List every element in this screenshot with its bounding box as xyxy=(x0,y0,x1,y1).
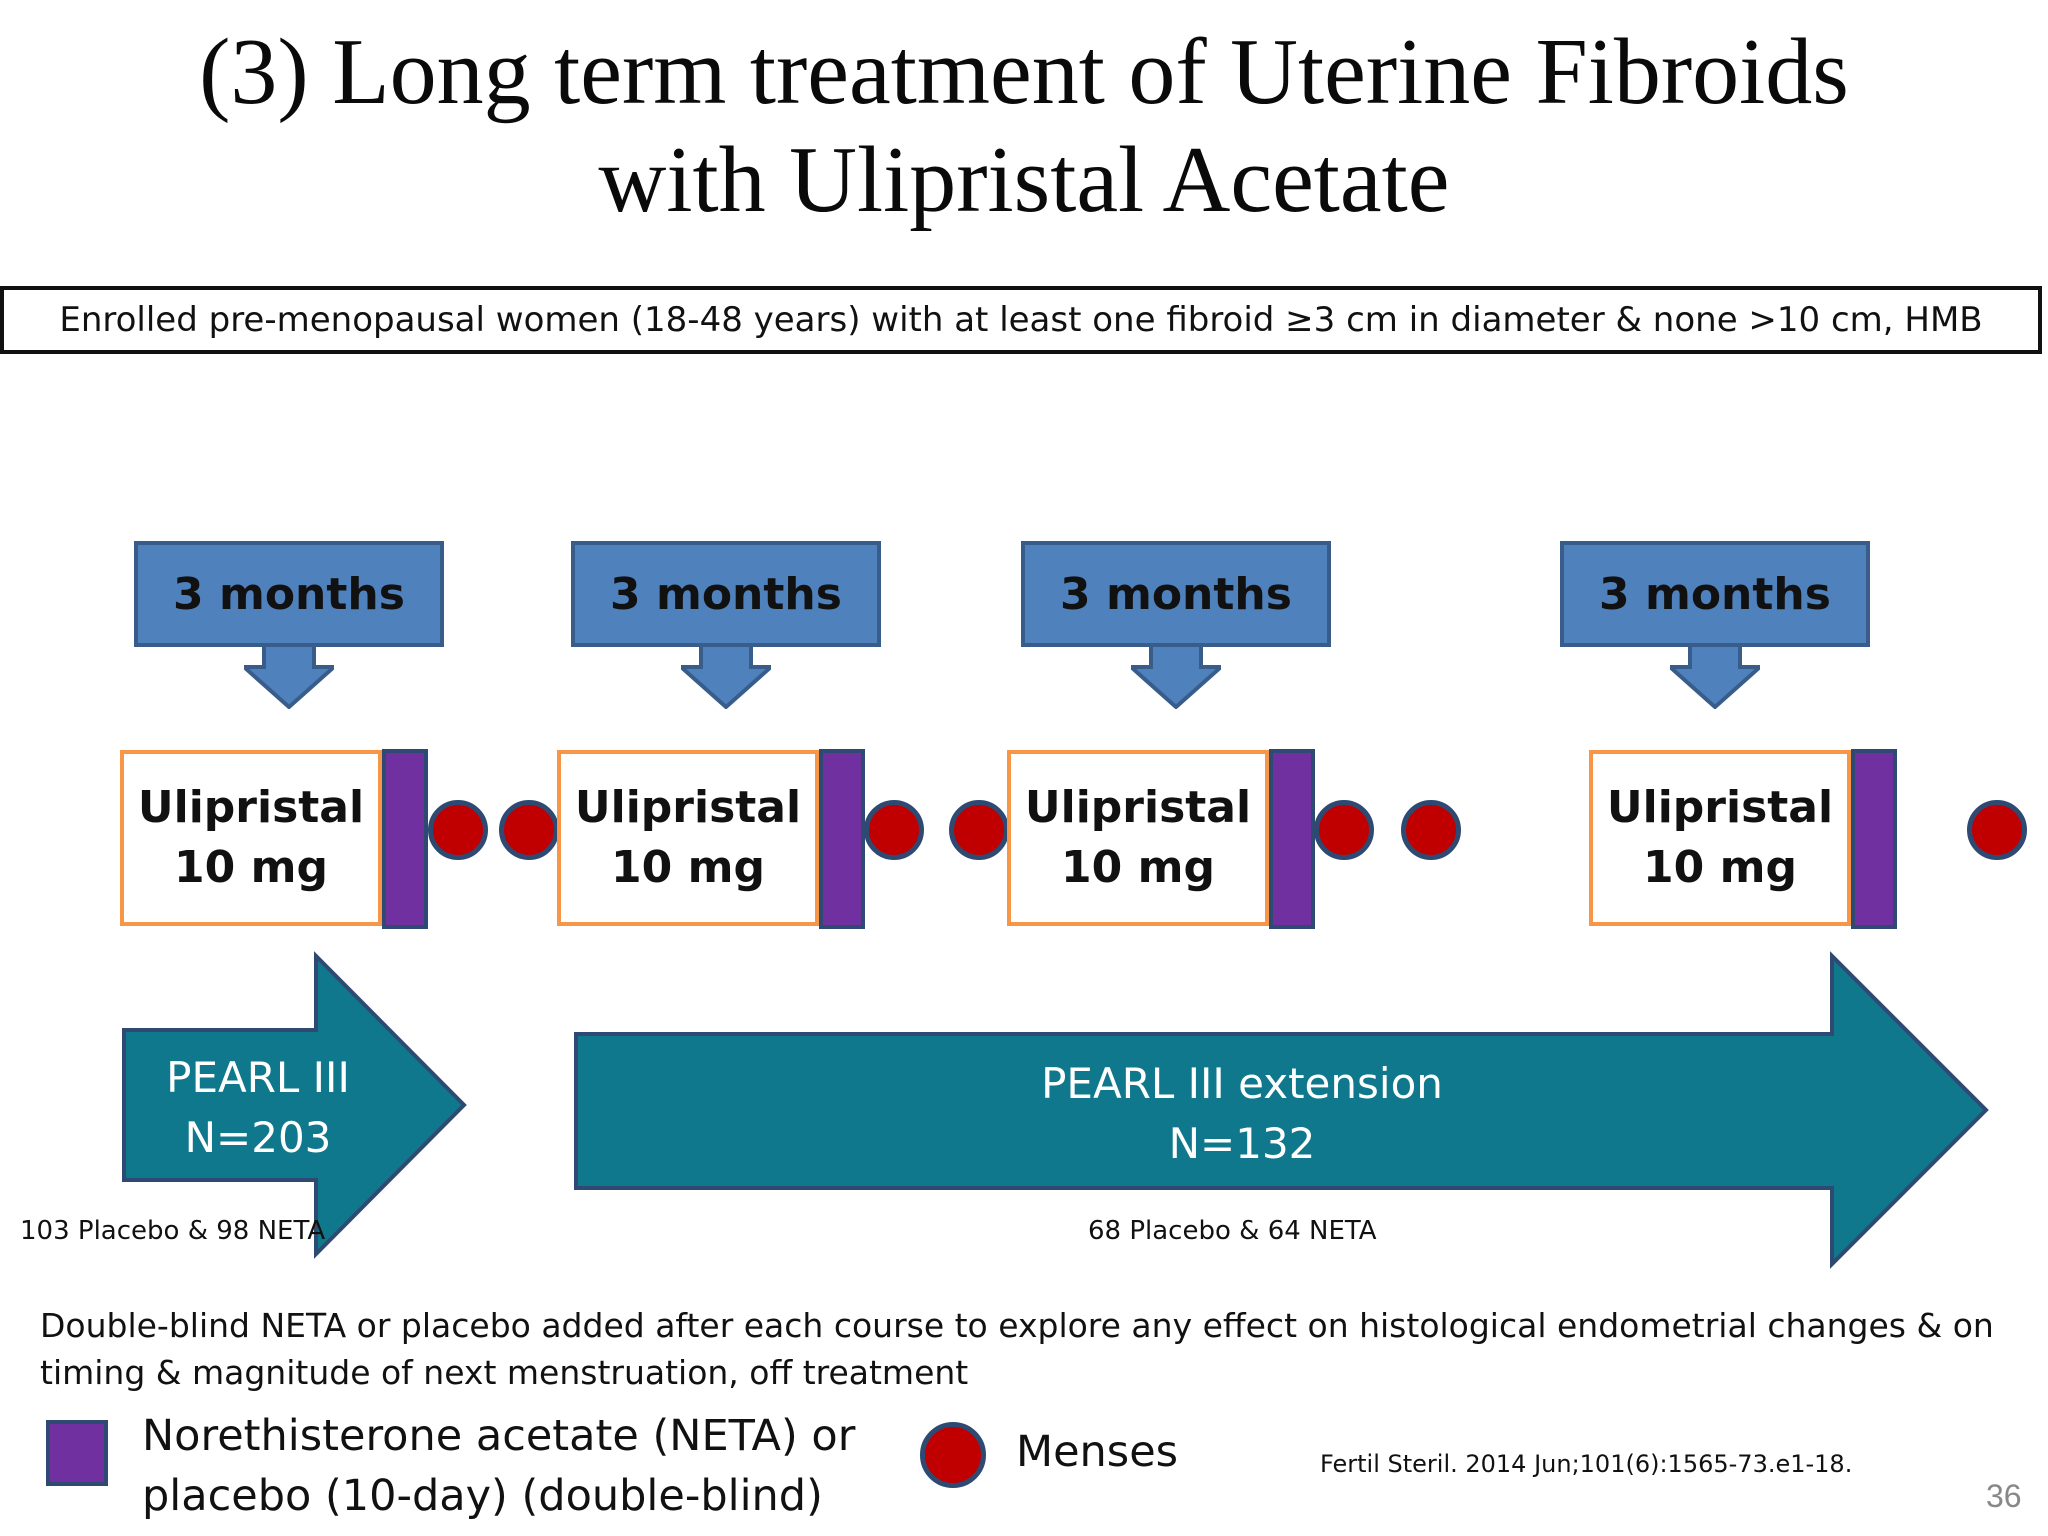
extension-phase-count: N=132 xyxy=(1168,1119,1316,1168)
title-line-1: (3) Long term treatment of Uterine Fibro… xyxy=(199,20,1849,124)
enrollment-criteria-box: Enrolled pre-menopausal women (18-48 yea… xyxy=(0,286,2042,354)
extension-allocation-note: 68 Placebo & 64 NETA xyxy=(1088,1216,1377,1246)
study-design-description: Double-blind NETA or placebo added after… xyxy=(40,1306,1994,1392)
course-2-drug-box: Ulipristal 10 mg xyxy=(557,750,819,926)
course-2-down-arrow-icon xyxy=(681,645,771,709)
course-4-neta-bar xyxy=(1851,749,1897,929)
pearl3-phase-arrow xyxy=(122,951,467,1259)
course-4-drug-dose: 10 mg xyxy=(1643,842,1797,893)
page-number: 36 xyxy=(1986,1478,2022,1514)
course-2-neta-bar xyxy=(819,749,865,929)
course-1-drug-name: Ulipristal xyxy=(137,782,365,833)
legend-neta-line-1: Norethisterone acetate (NETA) or xyxy=(142,1411,856,1461)
extension-phase-arrow xyxy=(574,951,1989,1269)
course-1-drug-dose: 10 mg xyxy=(174,842,328,893)
course-3-duration: 3 months xyxy=(1060,568,1292,620)
course-4-drug-box: Ulipristal 10 mg xyxy=(1589,750,1851,926)
course-3-drug-box: Ulipristal 10 mg xyxy=(1007,750,1269,926)
course-1-down-arrow-icon xyxy=(244,645,334,709)
course-3-neta-bar xyxy=(1269,749,1315,929)
course-3-drug-name: Ulipristal xyxy=(1024,782,1252,833)
extension-phase-label: PEARL III extension N=132 xyxy=(572,1054,1912,1174)
pearl3-phase-name: PEARL III xyxy=(166,1053,350,1102)
pearl3-phase-count: N=203 xyxy=(184,1113,332,1162)
legend-neta-label: Norethisterone acetate (NETA) or placebo… xyxy=(142,1406,855,1526)
legend-neta-line-2: placebo (10-day) (double-blind) xyxy=(142,1471,823,1521)
menses-marker-1 xyxy=(428,800,488,860)
pearl3-phase-label: PEARL III N=203 xyxy=(124,1048,392,1168)
menses-marker-7 xyxy=(1967,800,2027,860)
legend-neta-swatch xyxy=(46,1420,108,1486)
course-4-drug-name: Ulipristal xyxy=(1606,782,1834,833)
citation-reference: Fertil Steril. 2014 Jun;101(6):1565-73.e… xyxy=(1320,1450,1853,1478)
course-1-drug-box: Ulipristal 10 mg xyxy=(120,750,382,926)
course-2-drug-name: Ulipristal xyxy=(574,782,802,833)
extension-phase-name: PEARL III extension xyxy=(1041,1059,1443,1108)
course-1-neta-bar xyxy=(382,749,428,929)
course-3-drug-dose: 10 mg xyxy=(1061,842,1215,893)
menses-marker-5 xyxy=(1314,800,1374,860)
menses-marker-4 xyxy=(949,800,1009,860)
menses-marker-3 xyxy=(864,800,924,860)
course-3-duration-callout: 3 months xyxy=(1021,541,1331,647)
course-4-duration-callout: 3 months xyxy=(1560,541,1870,647)
course-1-duration: 3 months xyxy=(173,568,405,620)
menses-marker-2 xyxy=(499,800,559,860)
course-2-drug-dose: 10 mg xyxy=(611,842,765,893)
title-line-2: with Ulipristal Acetate xyxy=(598,128,1450,232)
slide-title: (3) Long term treatment of Uterine Fibro… xyxy=(0,18,2048,234)
course-2-duration-callout: 3 months xyxy=(571,541,881,647)
legend-menses-swatch xyxy=(920,1422,986,1488)
enrollment-criteria-text: Enrolled pre-menopausal women (18-48 yea… xyxy=(59,300,1983,340)
course-4-down-arrow-icon xyxy=(1670,645,1760,709)
pearl3-allocation-note: 103 Placebo & 98 NETA xyxy=(20,1216,326,1246)
legend-menses-label: Menses xyxy=(1016,1427,1179,1477)
course-3-down-arrow-icon xyxy=(1131,645,1221,709)
menses-marker-6 xyxy=(1401,800,1461,860)
course-2-duration: 3 months xyxy=(610,568,842,620)
course-4-duration: 3 months xyxy=(1599,568,1831,620)
course-1-duration-callout: 3 months xyxy=(134,541,444,647)
